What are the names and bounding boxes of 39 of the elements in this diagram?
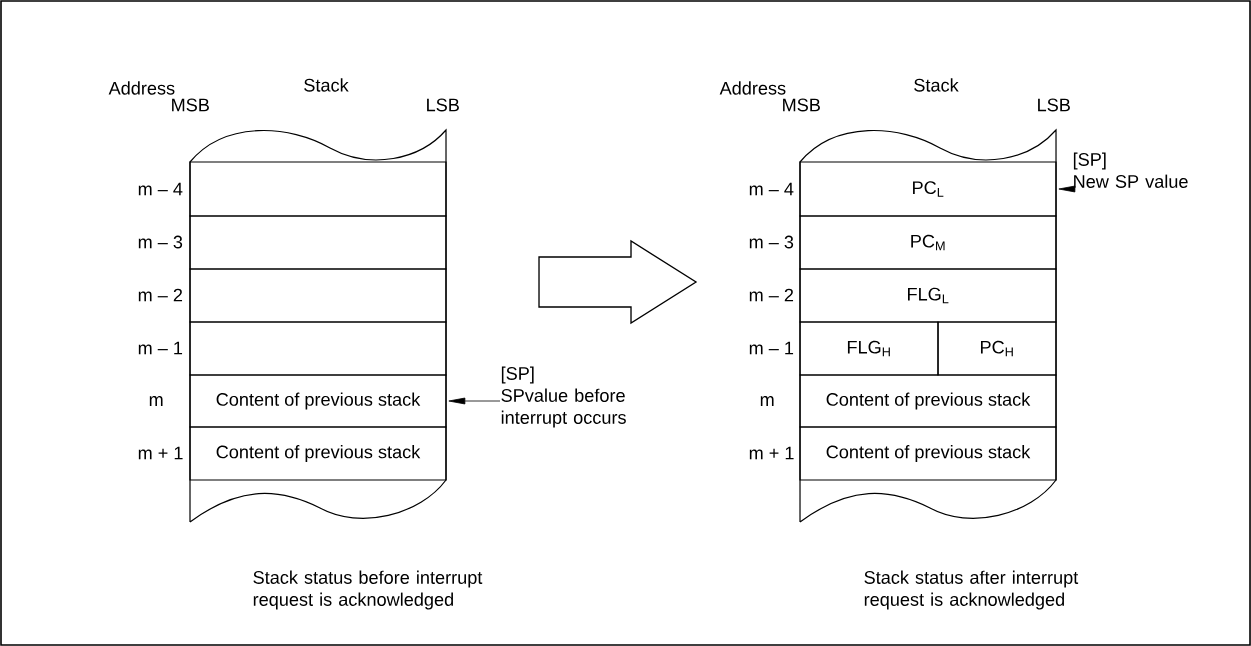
stack-heading: Stack (914, 78, 959, 92)
address-label: m – 2 (749, 288, 794, 302)
address-label: LSB (1038, 98, 1070, 112)
pointer-arrow (448, 397, 501, 405)
caption: Stack status after interrupt request is acknowledged (864, 570, 1079, 610)
stack-cell: FLG$_{L}$ (799, 268, 1057, 323)
stack-cell: Content of previous stack (189, 374, 447, 428)
address-label: m – 2 (138, 288, 183, 302)
stack-cell: PC$_{L}$ (799, 161, 1057, 217)
stack-cell: Content of previous stack (189, 426, 447, 481)
address-label: LSB (427, 98, 459, 112)
stack-cell: Content of previous stack (799, 426, 1057, 481)
address-label: m – 3 (138, 235, 183, 249)
stack-cell: PC$_{M}$ (799, 215, 1057, 270)
address-label: MSB (783, 98, 820, 112)
pointer-note: [SP] SPvalue before interrupt occurs (501, 366, 626, 428)
caption: Stack status before interrupt request is acknowledged (253, 570, 483, 610)
stack-cell (189, 268, 447, 323)
address-label: m – 3 (749, 235, 794, 249)
address-label: m – 4 (138, 182, 183, 196)
address-label: Address (108, 81, 175, 95)
address-label: m – 1 (749, 341, 794, 355)
address-label: m (760, 396, 774, 406)
address-label: m – 4 (749, 182, 794, 196)
stack-cell: Content of previous stack (799, 374, 1057, 428)
stack-cell (189, 215, 447, 270)
stack-cell: PC$_{H}$ (937, 321, 1057, 376)
pointer-note: [SP] New SP value (1073, 152, 1188, 188)
address-label: m + 1 (749, 446, 794, 460)
address-label: MSB (172, 98, 209, 112)
pointer-arrow (1058, 185, 1076, 193)
stack-cell (189, 161, 447, 217)
stack-cell: FLG$_{H}$ (799, 321, 939, 376)
address-label: m + 1 (138, 446, 183, 460)
address-label: m – 1 (138, 341, 183, 355)
address-label: Address (719, 81, 786, 95)
stack-heading: Stack (304, 78, 349, 92)
address-label: m (149, 396, 163, 406)
stack-cell (189, 321, 447, 376)
